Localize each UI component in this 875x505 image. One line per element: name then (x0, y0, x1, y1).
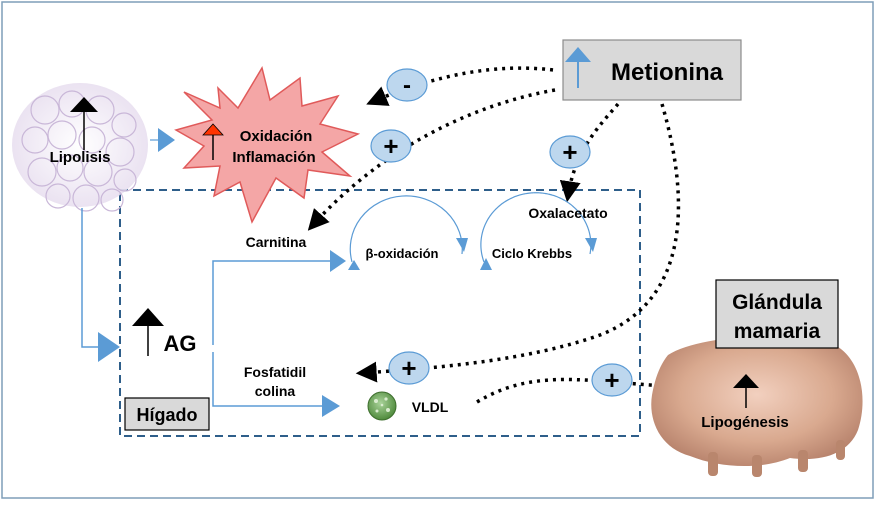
svg-text:-: - (403, 72, 411, 99)
arrow-ag-beta-oxidacion (212, 260, 330, 345)
metionina-label: Metionina (611, 59, 724, 86)
vldl-particle-icon (367, 391, 397, 421)
fosfatidil-label: Fosfatidil (244, 364, 306, 380)
beta-oxidacion-cycle (348, 195, 468, 270)
dotted-arrow-metionina-fosfatidilcolina (355, 103, 681, 383)
oxidacion-label: Oxidación (240, 128, 313, 145)
higado-label: Hígado (137, 405, 198, 425)
inflamacion-label: Inflamación (232, 149, 315, 166)
oxidacion-up-arrow-icon (202, 123, 224, 160)
arrow-lipolisis-ag (81, 208, 98, 348)
oxalacetato-label: Oxalacetato (528, 205, 607, 221)
dotted-arrow-metionina-carnitina (307, 88, 556, 231)
metionina-box (562, 39, 742, 101)
ag-up-arrow-icon (132, 308, 164, 356)
svg-text:+: + (401, 353, 416, 383)
lipolisis-label: Lipolisis (50, 149, 111, 166)
colina-label: colina (255, 383, 296, 399)
udder-image (651, 336, 863, 477)
liver-region (119, 189, 641, 437)
oxidacion-inflamacion-burst (174, 66, 361, 224)
metionina-up-arrow-icon (565, 47, 591, 88)
plus-badge-lipogenesis: + (591, 363, 633, 397)
ciclo-krebbs-cycle (480, 192, 597, 270)
arrow-head-beta-oxidacion (330, 250, 346, 272)
plus-badge-carnitina: + (370, 129, 412, 163)
arrow-ag-vldl (212, 352, 322, 407)
svg-text:+: + (383, 131, 398, 161)
lipogenesis-label: Lipogénesis (701, 414, 789, 431)
svg-text:+: + (604, 365, 619, 395)
plus-badge-fosfatidilcolina: + (388, 351, 430, 385)
lipogenesis-up-arrow-icon (733, 374, 759, 408)
higado-box (124, 397, 210, 431)
vldl-label: VLDL (412, 399, 449, 415)
glandula-mamaria-box (715, 279, 839, 349)
ag-label: AG (164, 331, 197, 356)
ciclo-krebbs-label: Ciclo Krebbs (492, 246, 572, 261)
plus-badge-oxalacetato: + (549, 135, 591, 169)
carnitina-label: Carnitina (246, 234, 307, 250)
minus-badge: - (386, 68, 428, 102)
dotted-arrow-metionina-oxalacetato (559, 102, 620, 203)
arrow-head-lipolisis-ag (98, 332, 120, 362)
arrow-head-vldl (322, 395, 340, 417)
svg-text:+: + (562, 137, 577, 167)
lipolisis-up-arrow-icon (70, 97, 98, 150)
arrow-head-lipolisis-oxidacion (158, 128, 175, 152)
glandula-label: Glándula (732, 291, 822, 314)
mamaria-label: mamaria (734, 320, 821, 343)
beta-oxidacion-label: β-oxidación (366, 246, 439, 261)
adipose-tissue-image (12, 83, 148, 212)
